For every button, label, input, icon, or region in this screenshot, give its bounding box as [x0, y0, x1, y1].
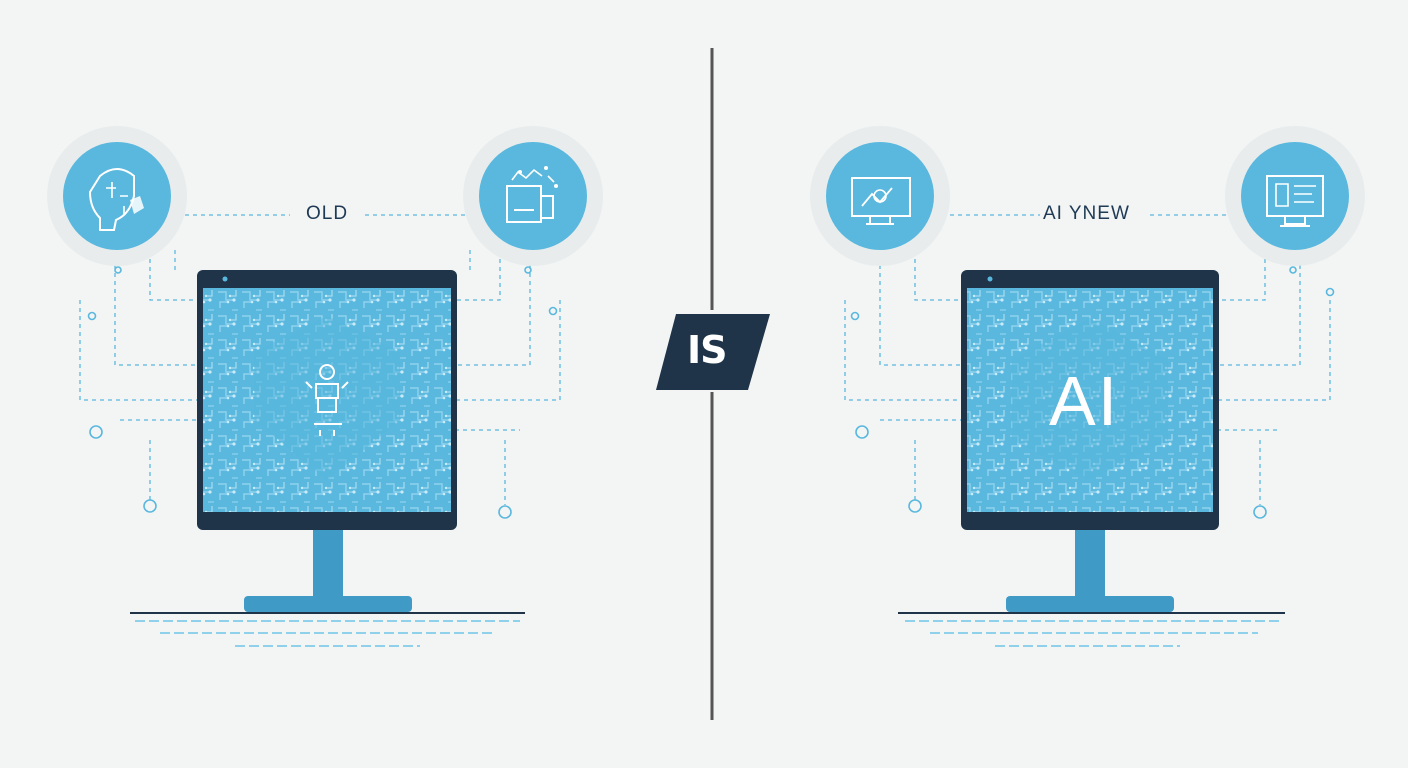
left-panel — [47, 126, 603, 647]
center-badge-text: IS — [687, 328, 728, 372]
right-panel — [810, 126, 1365, 647]
robot-head-icon — [47, 126, 187, 266]
ai-monitor — [961, 270, 1219, 612]
computer-monitor-icon — [1225, 126, 1365, 266]
old-label: OLD — [306, 203, 349, 224]
monitor-chart-icon — [810, 126, 950, 266]
ai-screen-text: AI — [1049, 362, 1120, 440]
robot-figure-icon — [305, 364, 349, 436]
center-badge — [656, 314, 770, 390]
old-monitor — [197, 270, 457, 612]
circuit-device-icon — [463, 126, 603, 266]
ai-new-label: AI YNEW — [1043, 203, 1130, 224]
